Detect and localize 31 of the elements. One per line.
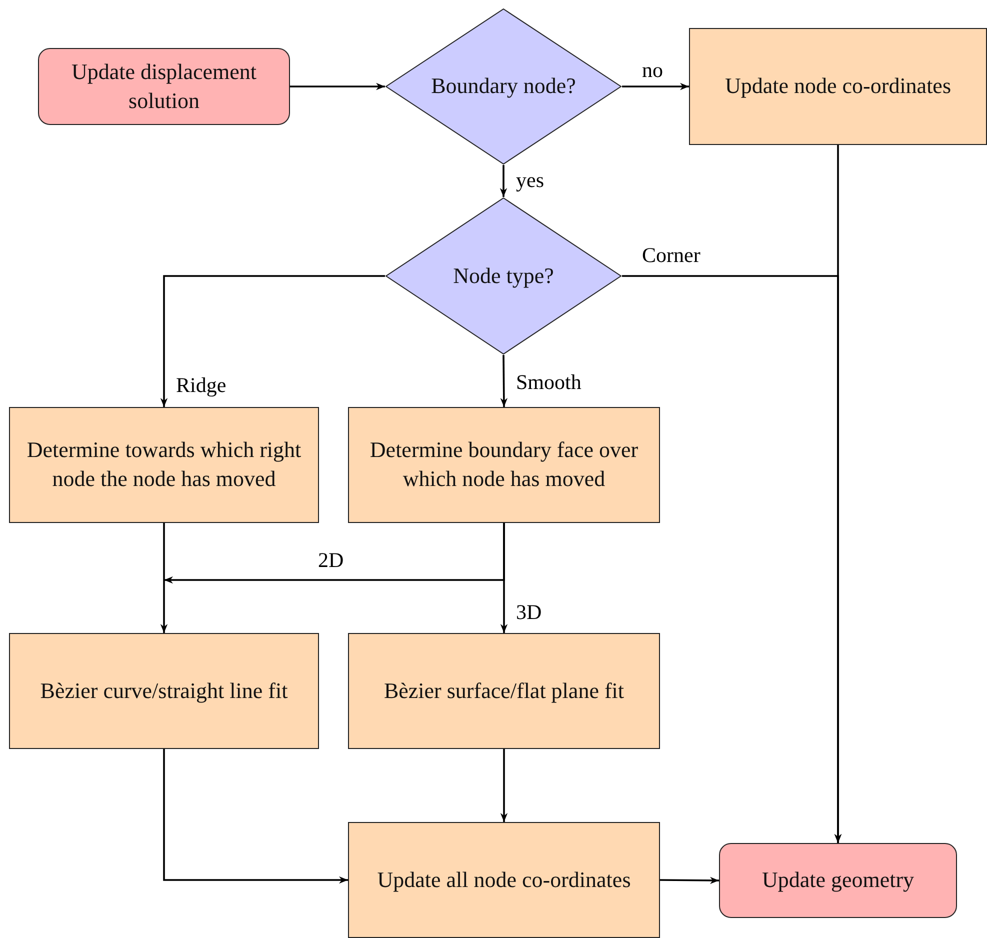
process-box (9, 407, 319, 523)
arrow (290, 82, 385, 90)
arrow (160, 275, 385, 407)
node-text: Determine boundary face over which node has moved (368, 436, 640, 493)
node-text: Update all node co-ordinates (377, 866, 631, 894)
node-text: Bèzier surface/flat plane fit (384, 676, 624, 705)
arrow (500, 165, 508, 197)
decision-diamond (385, 8, 622, 165)
process-box (348, 633, 660, 749)
arrow (834, 145, 842, 843)
terminal-box (719, 843, 957, 918)
node-text: Update displacement solution (70, 58, 258, 114)
decision-diamond (385, 197, 622, 355)
node-text: Determine towards which right node the node has moved (26, 436, 302, 493)
node-text: Update geometry (762, 866, 914, 894)
arrow (500, 523, 508, 633)
node-text: Node type? (453, 262, 554, 290)
arrow (622, 82, 689, 90)
process-box (348, 407, 660, 523)
process-box (689, 28, 987, 145)
process-box (348, 822, 660, 938)
node-text: Boundary node? (431, 72, 576, 100)
arrow (500, 749, 508, 822)
node-text: Bèzier curve/straight line fit (40, 676, 288, 705)
terminal-box (38, 48, 290, 125)
process-box (9, 633, 319, 749)
arrow (160, 523, 168, 633)
arrow (163, 749, 348, 884)
arrow (660, 876, 719, 884)
node-text: Update node co-ordinates (724, 72, 952, 100)
arrow (500, 355, 508, 407)
